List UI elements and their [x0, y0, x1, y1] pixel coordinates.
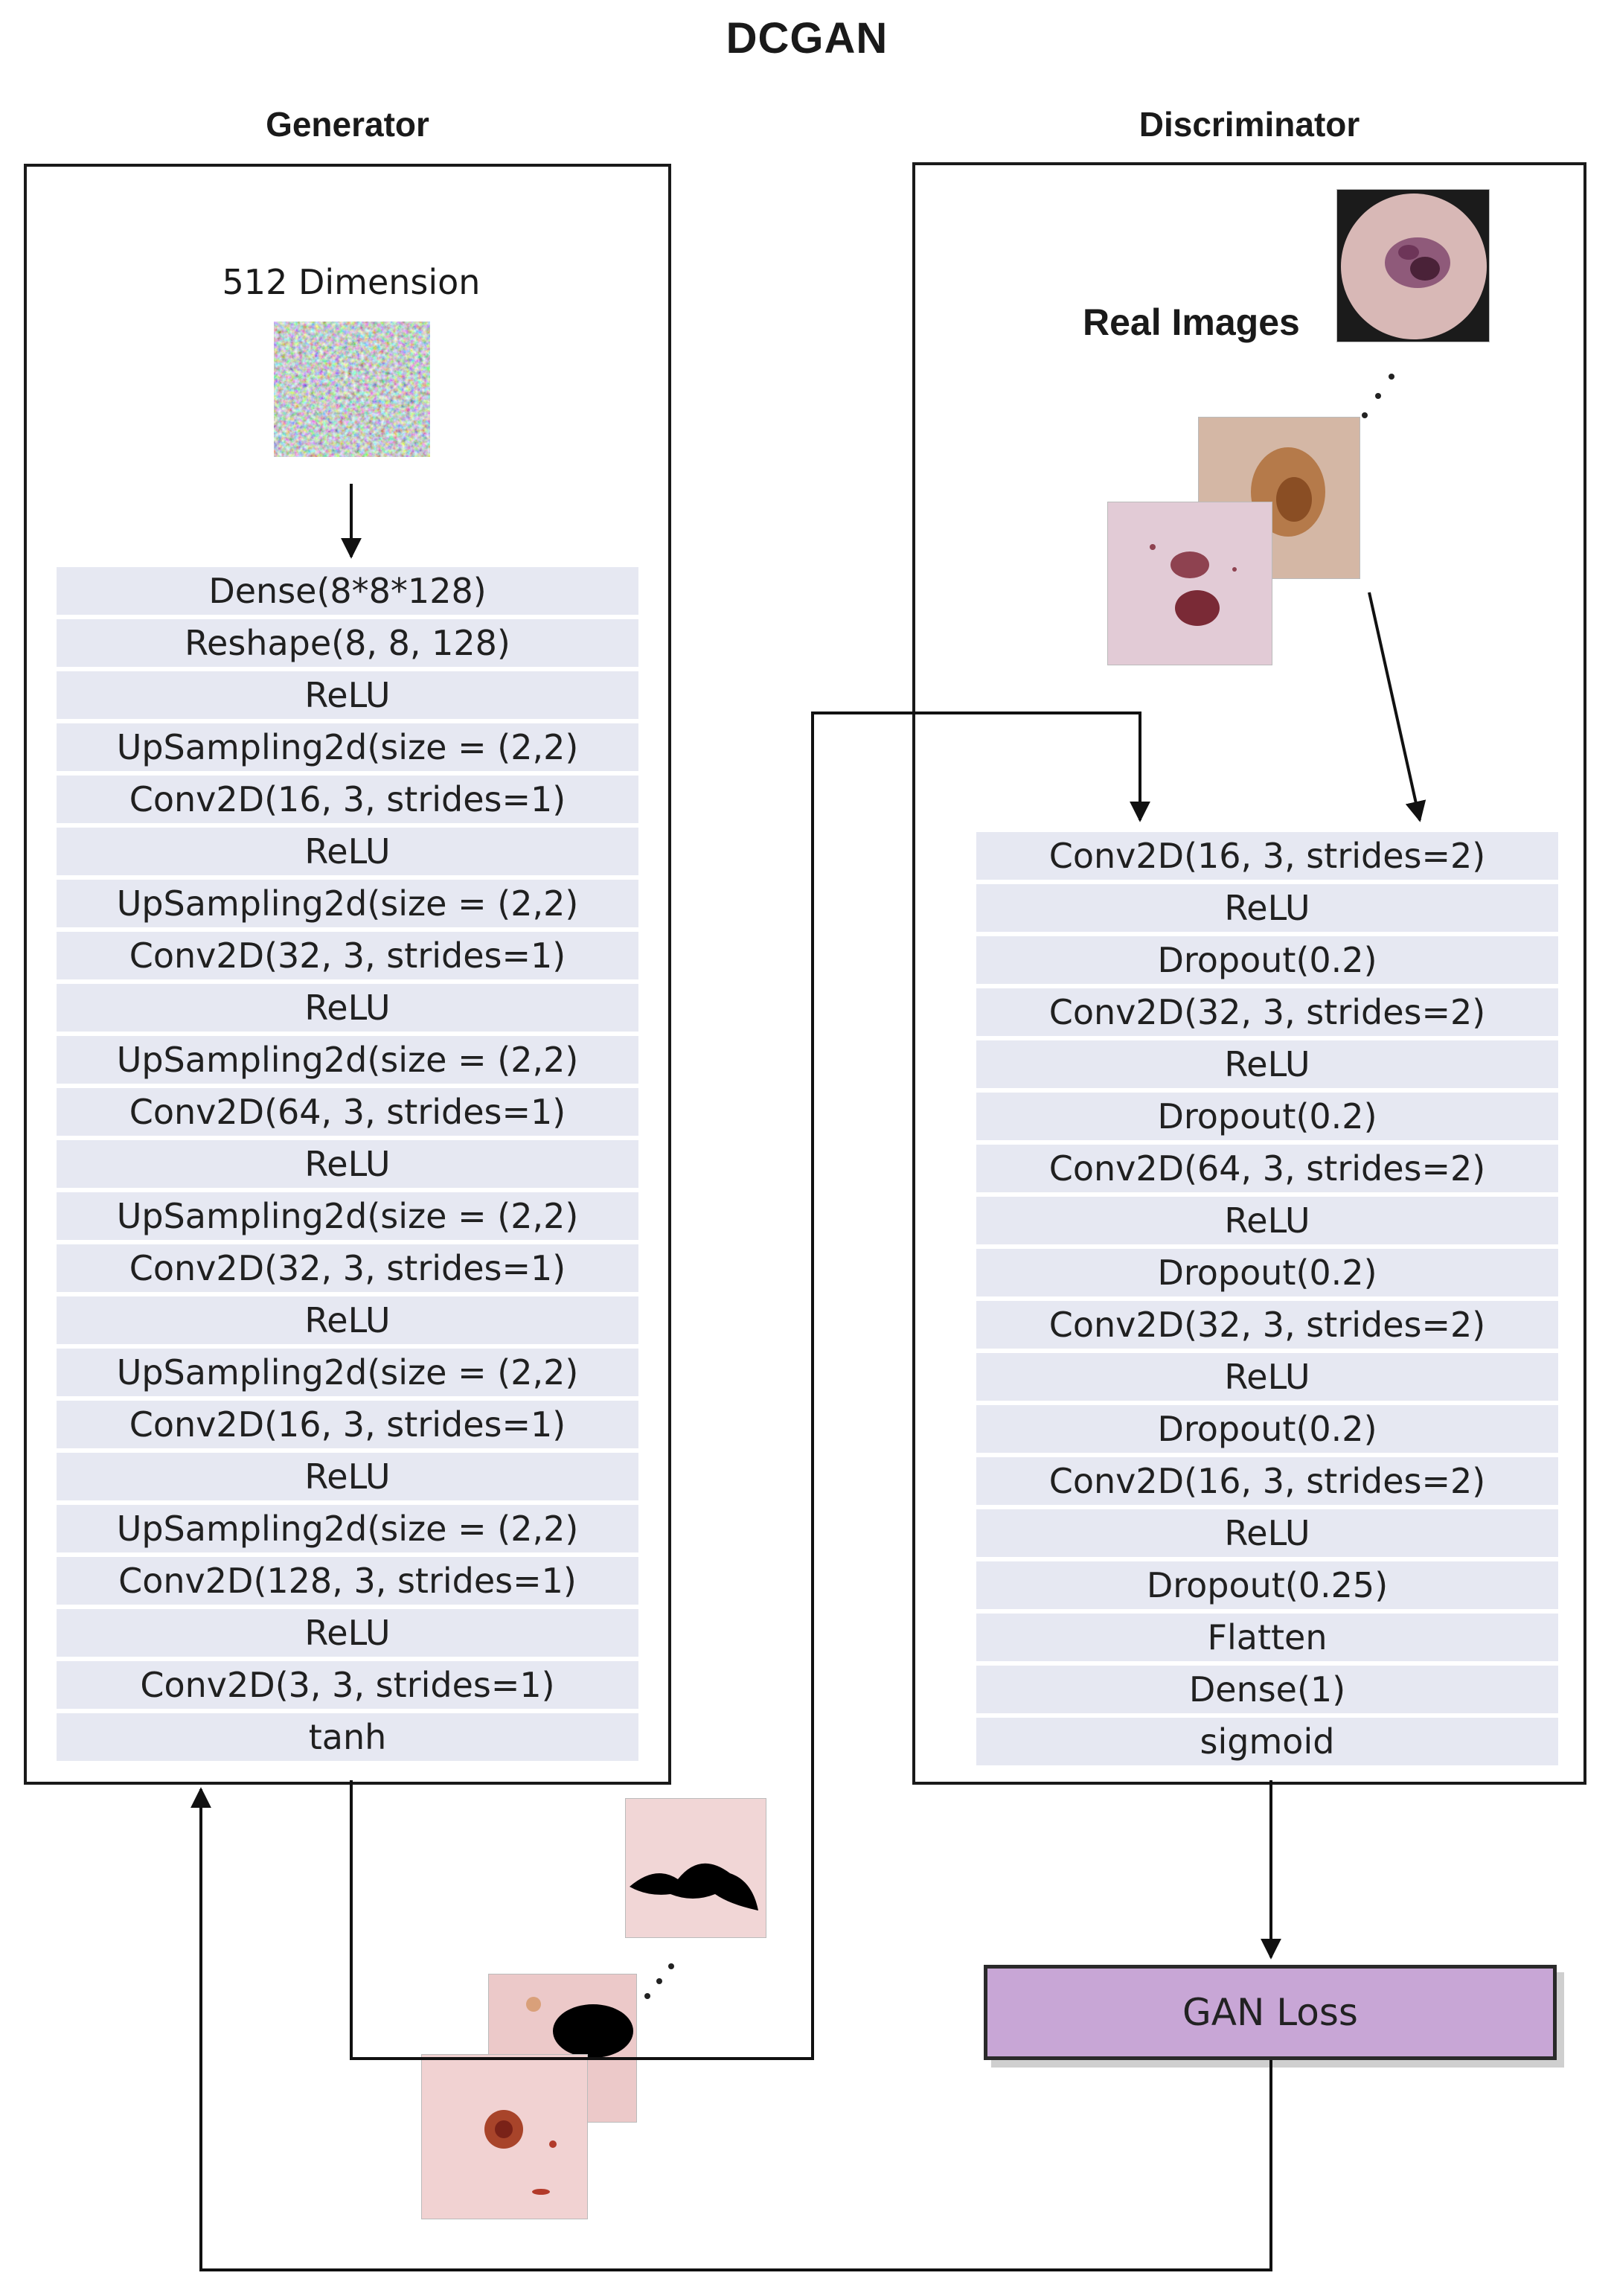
- generator-layer: UpSampling2d(size = (2,2): [57, 723, 638, 771]
- discriminator-layer: Dense(1): [976, 1666, 1558, 1713]
- generator-layer: Conv2D(16, 3, strides=1): [57, 776, 638, 823]
- generator-layer: ReLU: [57, 671, 638, 719]
- generated-image-3: [421, 2054, 588, 2219]
- generator-layer: Dense(8*8*128): [57, 567, 638, 615]
- generator-layer: UpSampling2d(size = (2,2): [57, 880, 638, 927]
- noise-dimension-label: 512 Dimension: [222, 262, 481, 302]
- discriminator-layer: sigmoid: [976, 1718, 1558, 1765]
- discriminator-layer: ReLU: [976, 884, 1558, 932]
- generator-layer: Reshape(8, 8, 128): [57, 619, 638, 667]
- discriminator-layer: Dropout(0.2): [976, 1093, 1558, 1140]
- real-image-3: [1107, 502, 1272, 665]
- generated-image-1: [625, 1798, 766, 1938]
- generator-layer: UpSampling2d(size = (2,2): [57, 1349, 638, 1396]
- discriminator-layer: ReLU: [976, 1040, 1558, 1088]
- ellipsis-dot: [1375, 393, 1381, 399]
- discriminator-layer: Conv2D(64, 3, strides=2): [976, 1145, 1558, 1192]
- generator-layer: ReLU: [57, 984, 638, 1032]
- generator-layer: Conv2D(32, 3, strides=1): [57, 932, 638, 979]
- generator-layer: Conv2D(3, 3, strides=1): [57, 1661, 638, 1709]
- discriminator-layer: Dropout(0.25): [976, 1561, 1558, 1609]
- generator-layer: ReLU: [57, 1453, 638, 1500]
- ellipsis-dot: [1389, 374, 1394, 380]
- generator-layer: ReLU: [57, 1140, 638, 1188]
- skin-lesion-image: [1337, 190, 1489, 342]
- generator-layer: Conv2D(128, 3, strides=1): [57, 1557, 638, 1605]
- ellipsis-dot: [656, 1978, 662, 1984]
- noise-image-graphic: [274, 322, 430, 457]
- generator-layer: UpSampling2d(size = (2,2): [57, 1192, 638, 1240]
- generator-layer: tanh: [57, 1713, 638, 1761]
- discriminator-layer: Conv2D(32, 3, strides=2): [976, 988, 1558, 1036]
- diagram-title: DCGAN: [726, 14, 888, 63]
- generated-image: [422, 2055, 587, 2219]
- discriminator-layer: Dropout(0.2): [976, 936, 1558, 984]
- discriminator-layer: Flatten: [976, 1614, 1558, 1661]
- generator-title: Generator: [266, 105, 429, 144]
- loss-feedback-arrow: [190, 1787, 1272, 2271]
- discriminator-layer: ReLU: [976, 1509, 1558, 1557]
- generator-layer: ReLU: [57, 1609, 638, 1657]
- real-image-1: [1336, 189, 1490, 342]
- ellipsis-dot: [644, 1993, 650, 1999]
- discriminator-layer: Dropout(0.2): [976, 1249, 1558, 1296]
- discriminator-layer: Conv2D(32, 3, strides=2): [976, 1301, 1558, 1349]
- discriminator-layer: Dropout(0.2): [976, 1405, 1558, 1453]
- real-images-label: Real Images: [1083, 301, 1300, 343]
- discriminator-layer: ReLU: [976, 1353, 1558, 1401]
- generator-layer: UpSampling2d(size = (2,2): [57, 1036, 638, 1084]
- generator-layer: Conv2D(16, 3, strides=1): [57, 1401, 638, 1448]
- ellipsis-dot: [1362, 412, 1368, 418]
- generator-layer: UpSampling2d(size = (2,2): [57, 1505, 638, 1552]
- generator-layer: ReLU: [57, 828, 638, 875]
- discriminator-layer: Conv2D(16, 3, strides=2): [976, 1457, 1558, 1505]
- generator-layer: ReLU: [57, 1296, 638, 1344]
- skin-lesion-image: [1108, 502, 1272, 665]
- discriminator-title: Discriminator: [1139, 105, 1360, 144]
- real-to-discriminator-arrow: [1368, 592, 1426, 822]
- generated-to-discriminator-arrow: [350, 711, 1150, 2060]
- generated-image: [626, 1799, 766, 1937]
- generator-layer: Conv2D(64, 3, strides=1): [57, 1088, 638, 1136]
- discriminator-layer: ReLU: [976, 1197, 1558, 1244]
- noise-image: [274, 322, 430, 457]
- ellipsis-dot: [668, 1963, 674, 1969]
- generator-layer: Conv2D(32, 3, strides=1): [57, 1244, 638, 1292]
- discriminator-layer: Conv2D(16, 3, strides=2): [976, 832, 1558, 880]
- gan-loss-box: GAN Loss: [984, 1965, 1557, 2060]
